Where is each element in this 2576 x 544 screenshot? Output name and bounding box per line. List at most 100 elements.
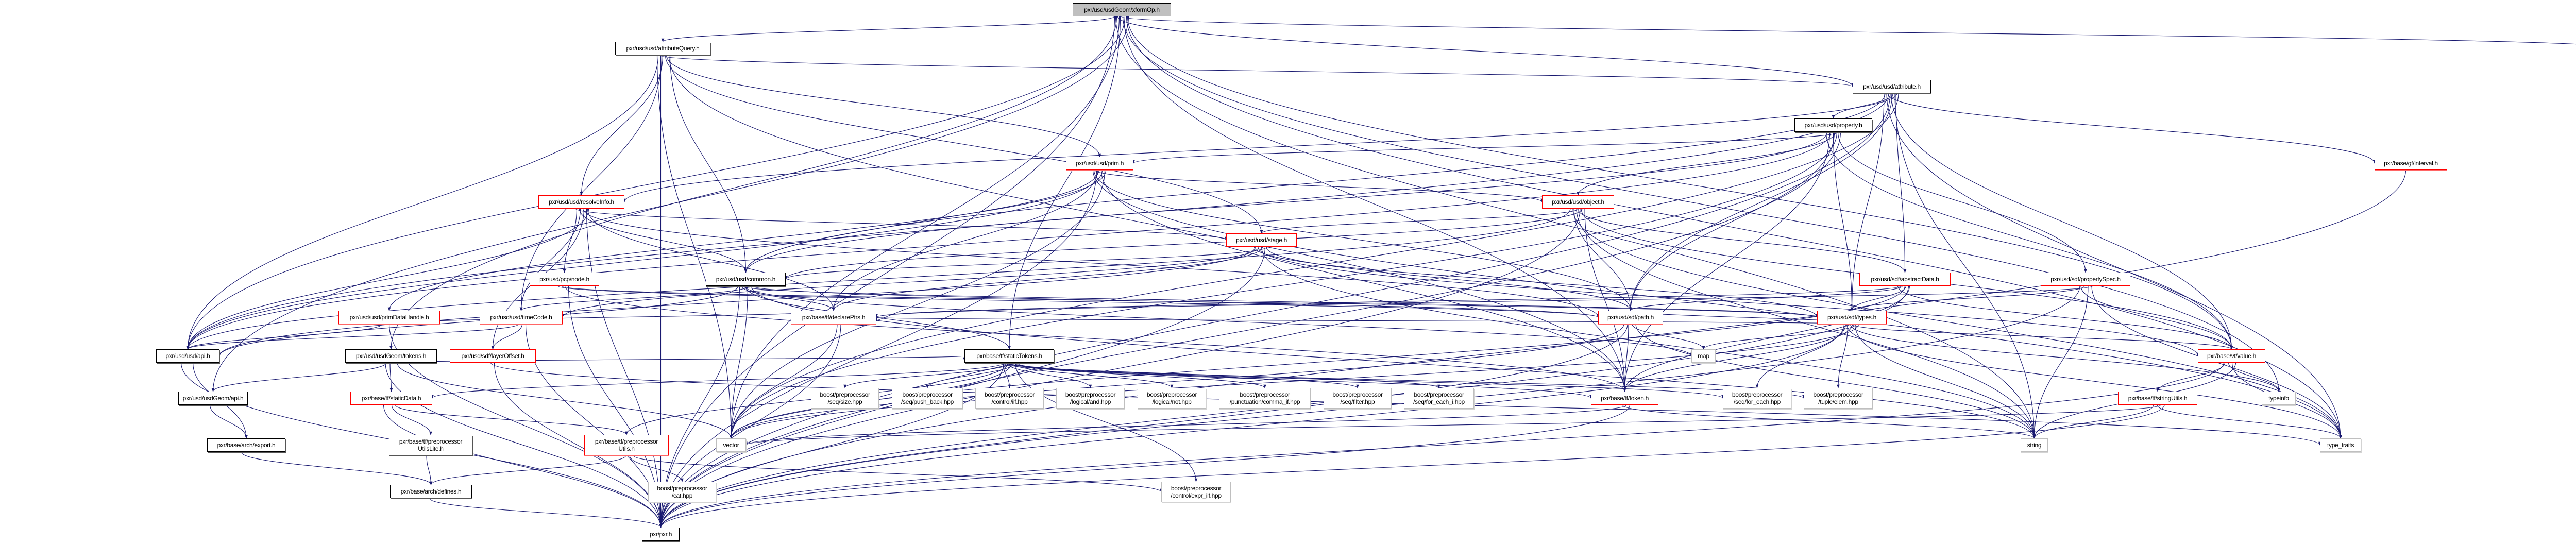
edge-stage-to-timeCode [561, 246, 1260, 318]
node-static-tokens[interactable]: pxr/base/tf/staticTokens.h [964, 349, 1054, 363]
edge-staticData-to-ppUtils [395, 404, 628, 435]
node-property[interactable]: pxr/usd/usd/property.h [1794, 118, 1872, 132]
edge-pcpNode-to-token [564, 285, 1626, 392]
node-geom-api[interactable]: pxr/usd/usdGeom/api.h [178, 392, 248, 405]
node-cat[interactable]: boost/preprocessor /cat.hpp [648, 482, 716, 502]
edge-prim-to-pxr [659, 169, 1097, 528]
node-pcp-node[interactable]: pxr/usd/pcp/node.h [530, 273, 599, 286]
node-value[interactable]: pxr/base/vt/value.h [2198, 349, 2265, 363]
edge-propertySpec-to-types [1850, 285, 2085, 311]
node-stage[interactable]: pxr/usd/usd/stage.h [1226, 233, 1297, 247]
node-static-data[interactable]: pxr/base/tf/staticData.h [350, 392, 432, 405]
node-attribute[interactable]: pxr/usd/usd/attribute.h [1853, 80, 1931, 93]
node-usd-api[interactable]: pxr/usd/usd/api.h [156, 349, 219, 363]
edge-ppUtils-to-cat [629, 455, 684, 482]
node-arch-defines[interactable]: pxr/base/arch/defines.h [390, 485, 472, 498]
edge-declarePtrs-to-vector [730, 324, 838, 439]
edge-prim-to-common [744, 169, 1099, 273]
node-types[interactable]: pxr/usd/sdf/types.h [1817, 311, 1887, 324]
edge-path-to-string [1635, 324, 2036, 439]
edge-attributeQuery-to-common [669, 55, 748, 273]
node-resolve-info[interactable]: pxr/usd/usd/resolveInfo.h [538, 195, 624, 209]
edge-xformOp-to-geomTokens [389, 16, 1117, 350]
node-prim-data-handle[interactable]: pxr/usd/usd/primDataHandle.h [338, 311, 440, 324]
edge-archDefines-to-pxr [429, 498, 663, 528]
node-vector[interactable]: vector [716, 438, 746, 452]
node-token[interactable]: pxr/base/tf/token.h [1591, 392, 1658, 405]
node-logical-not[interactable]: boost/preprocessor /logical/not.hpp [1138, 388, 1206, 409]
node-time-code[interactable]: pxr/usd/usd/timeCode.h [480, 311, 563, 324]
edge-geomTokens-to-staticData [389, 362, 393, 392]
edge-value-to-stringUtils [2156, 362, 2226, 392]
node-declare-ptrs[interactable]: pxr/base/tf/declarePtrs.h [791, 311, 876, 324]
node-arch-export[interactable]: pxr/base/arch/export.h [207, 438, 285, 452]
node-filter[interactable]: boost/preprocessor /seq/filter.hpp [1324, 388, 1392, 409]
node-map[interactable]: map [1691, 349, 1716, 363]
edge-abstractData-to-declarePtrs [875, 285, 1902, 318]
edge-ppUtilsLite-to-archDefines [426, 455, 433, 485]
node-common[interactable]: pxr/usd/usd/common.h [706, 273, 786, 286]
node-tuple-elem[interactable]: boost/preprocessor /tuple/elem.hpp [1804, 388, 1873, 409]
edge-resolveInfo-to-pxr [586, 208, 663, 528]
edge-prim-to-path [1093, 169, 1632, 311]
node-expr-iif[interactable]: boost/preprocessor /control/expr_iif.hpp [1161, 482, 1231, 502]
node-object[interactable]: pxr/usd/usd/object.h [1542, 195, 1614, 209]
edge-abstractData-to-path [1629, 285, 1903, 311]
node-property-spec[interactable]: pxr/usd/sdf/propertySpec.h [2041, 273, 2130, 286]
node-typeinfo[interactable]: typeinfo [2262, 392, 2296, 405]
node-layer-offset[interactable]: pxr/usd/sdf/layerOffset.h [450, 349, 536, 363]
edge-property-to-propertySpec [1837, 131, 2087, 273]
node-attribute-query[interactable]: pxr/usd/usd/attributeQuery.h [615, 42, 710, 55]
edge-property-to-object [1577, 131, 1836, 196]
edge-abstractData-to-value [1897, 285, 2233, 350]
node-interval[interactable]: pxr/base/gf/interval.h [2375, 157, 2447, 170]
edge-propertySpec-to-value [2080, 285, 2233, 350]
edge-xformOp-to-staticTokens [1008, 16, 1121, 350]
node-for-each-i[interactable]: boost/preprocessor /seq/for_each_i.hpp [1404, 388, 1474, 409]
edge-prim-to-declarePtrs [832, 169, 1098, 311]
node-geom-tokens[interactable]: pxr/usd/usdGeom/tokens.h [345, 349, 437, 363]
edge-geomApi-to-archExport [209, 404, 248, 439]
edge-attributeQuery-to-token [668, 55, 1626, 392]
edge-xformOp-to-string [1115, 16, 2036, 439]
edge-stage-to-value [1257, 246, 2199, 356]
edge-ppUtils-to-exprIif [633, 455, 1163, 492]
edge-xformOp-to-usdApi [186, 16, 1126, 350]
edge-prim-to-primDataHandle [387, 169, 1107, 311]
edge-propertySpec-to-string [2032, 285, 2089, 439]
edge-xformOp-to-pxr [659, 16, 1115, 528]
node-xform-op[interactable]: pxr/usd/usdGeom/xformOp.h [1073, 3, 1171, 16]
edge-attribute-to-value [1891, 93, 2233, 350]
edge-prim-to-object [1094, 169, 1544, 202]
node-path[interactable]: pxr/usd/sdf/path.h [1598, 311, 1663, 324]
node-seq-size[interactable]: boost/preprocessor /seq/size.hpp [811, 388, 879, 409]
edge-token-to-string [1622, 404, 2036, 439]
node-abstract-data[interactable]: pxr/usd/sdf/abstractData.h [1859, 273, 1951, 286]
edge-types-to-token [1623, 324, 1853, 392]
node-for-each[interactable]: boost/preprocessor /seq/for_each.hpp [1723, 388, 1791, 409]
edge-staticTokens-to-staticData [431, 362, 1005, 399]
node-prim[interactable]: pxr/usd/usd/prim.h [1066, 157, 1133, 170]
node-iif[interactable]: boost/preprocessor /control/iif.hpp [975, 388, 1044, 409]
edge-attribute-to-string [1894, 93, 2036, 439]
edge-value-to-typeinfo [2228, 362, 2280, 392]
node-logical-and[interactable]: boost/preprocessor /logical/and.hpp [1056, 388, 1125, 409]
node-pp-utils-lite[interactable]: pxr/base/tf/preprocessor UtilsLite.h [389, 435, 472, 455]
edge-common-to-vector [730, 285, 749, 439]
edge-timeCode-to-pxr [525, 324, 663, 528]
node-pp-utils[interactable]: pxr/base/tf/preprocessor Utils.h [584, 435, 669, 455]
node-push-back[interactable]: boost/preprocessor /seq/push_back.hpp [892, 388, 963, 409]
edge-common-to-timeCode [519, 285, 750, 311]
node-pxr[interactable]: pxr/pxr.h [642, 528, 680, 541]
node-string[interactable]: string [2021, 438, 2048, 452]
edge-object-to-common [784, 208, 1583, 280]
node-type-traits[interactable]: type_traits [2320, 438, 2361, 452]
edge-geomTokens-to-geomApi [211, 362, 387, 392]
edge-stage-to-usdApi [218, 246, 1256, 356]
edge-prim-to-token [1100, 169, 1626, 392]
edge-attribute-to-types [1850, 93, 1885, 311]
node-string-utils[interactable]: pxr/base/tf/stringUtils.h [2118, 392, 2197, 405]
edge-object-to-pxr [659, 208, 1581, 528]
node-comma-if[interactable]: boost/preprocessor /punctuation/comma_if… [1219, 388, 1311, 409]
edge-interval-to-pxr [659, 169, 2406, 528]
